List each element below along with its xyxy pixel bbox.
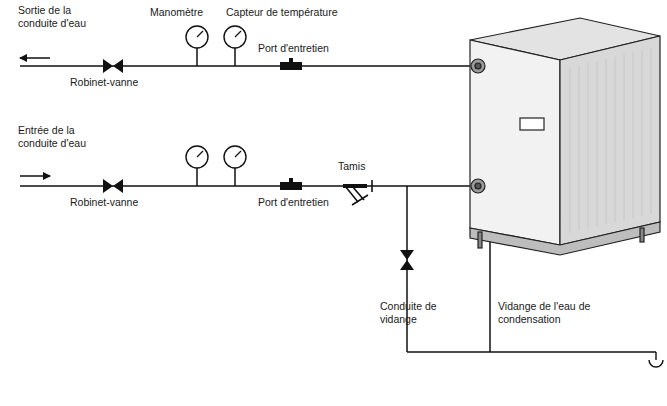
part-label: Tamis xyxy=(338,160,388,173)
fin-line xyxy=(606,59,607,224)
fin-line xyxy=(579,65,580,230)
fin-line xyxy=(633,52,634,218)
fin-line xyxy=(570,68,571,233)
fin-line xyxy=(588,63,589,228)
part-label: Entrée de la conduite d'eau xyxy=(18,124,108,150)
part-label: Port d'entretien xyxy=(258,42,358,55)
fin-line xyxy=(615,57,616,223)
fin-line xyxy=(642,50,643,216)
part-label: Manomètre xyxy=(150,6,220,19)
part-label: Port d'entretien xyxy=(258,196,358,209)
part-label: Conduite de vidange xyxy=(380,300,460,326)
fin-line xyxy=(651,48,652,214)
part-label: Robinet-vanne xyxy=(70,76,160,89)
part-label: Capteur de température xyxy=(226,6,366,19)
part-label: Robinet-vanne xyxy=(70,196,160,209)
part-label: Vidange de l'eau de condensation xyxy=(498,300,608,326)
fin-line xyxy=(624,55,625,221)
fin-line xyxy=(597,61,598,226)
part-label: Sortie de la conduite d'eau xyxy=(18,4,108,30)
